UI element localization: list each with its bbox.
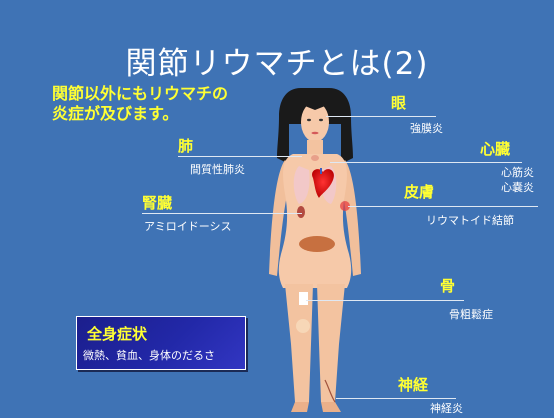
intro-text: 関節以外にもリウマチの 炎症が及びます。	[52, 84, 228, 124]
leader-nerve	[336, 398, 456, 399]
right-leg	[317, 284, 345, 402]
disease-skin: リウマトイド結節	[426, 214, 514, 227]
disease-bone: 骨粗鬆症	[449, 308, 493, 321]
neck	[307, 140, 323, 154]
disease-heart-1: 心筋炎	[501, 166, 534, 179]
lung-mark	[293, 166, 310, 204]
label-bone: 骨	[440, 277, 456, 295]
disease-lung: 間質性肺炎	[190, 163, 245, 176]
heart-mark	[312, 169, 334, 198]
systemic-symptoms-box: 全身症状 微熱、貧血、身体のだるさ	[76, 316, 246, 370]
skin-mark	[340, 201, 350, 211]
slide-title: 関節リウマチとは(2)	[125, 46, 429, 82]
leader-bone	[306, 300, 464, 301]
label-nerve: 神経	[398, 376, 429, 394]
disease-kidney: アミロイドーシス	[144, 220, 232, 233]
body-figure	[269, 88, 361, 412]
kidney-mark	[297, 206, 305, 218]
hair	[277, 88, 353, 164]
systemic-symptoms-title: 全身症状	[87, 325, 148, 343]
left-leg	[285, 284, 313, 402]
leader-kidney	[142, 213, 302, 214]
bone-mark	[299, 292, 308, 305]
label-heart: 心臓	[480, 140, 511, 158]
intro-line: 関節以外にもリウマチの	[52, 84, 229, 103]
disease-nerve: 神経炎	[430, 402, 463, 415]
label-eye: 眼	[391, 94, 407, 112]
intro-line: 炎症が及びます。	[52, 104, 179, 123]
label-skin: 皮膚	[404, 183, 435, 201]
leader-lung	[178, 156, 302, 157]
label-kidney: 腎臓	[142, 194, 173, 212]
disease-heart-2: 心嚢炎	[501, 181, 534, 194]
systemic-symptoms-text: 微熱、貧血、身体のだるさ	[83, 349, 215, 362]
leader-eye	[326, 116, 436, 117]
leader-heart	[330, 162, 522, 163]
nerve-mark	[324, 379, 336, 403]
leader-skin	[348, 206, 538, 207]
organ-mark	[299, 236, 335, 252]
disease-eye: 強膜炎	[410, 122, 443, 135]
face	[301, 102, 329, 142]
eye-mark	[307, 118, 311, 122]
label-lung: 肺	[178, 137, 194, 155]
